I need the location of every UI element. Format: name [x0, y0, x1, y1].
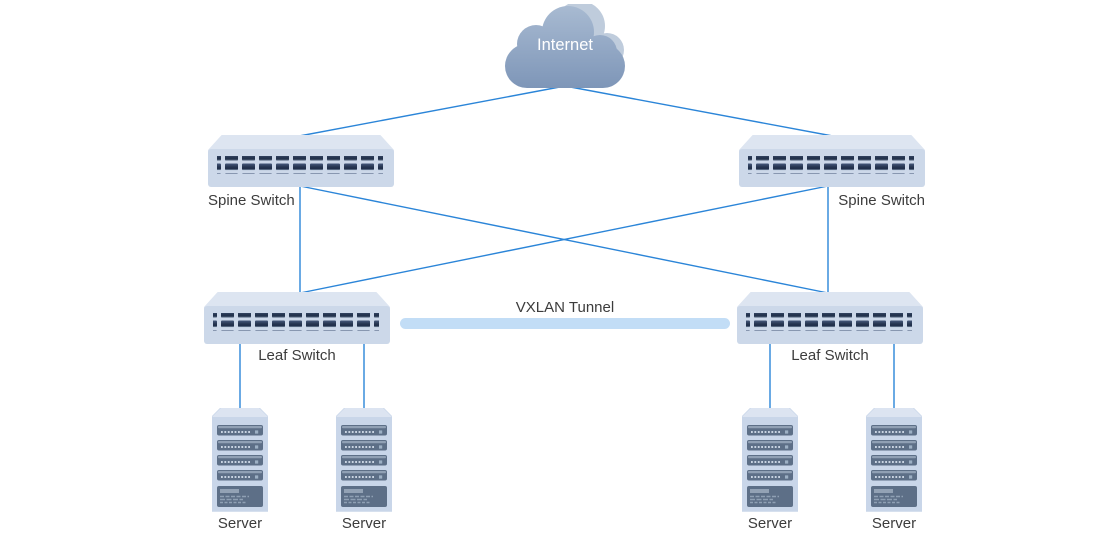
- leaf-switch-left-label: Leaf Switch: [258, 347, 336, 364]
- link-spine-right-leaf-left: [299, 185, 829, 294]
- leaf-switch-left-icon: [204, 292, 390, 344]
- spine-switch-right-label: Spine Switch: [838, 192, 925, 209]
- server-1-icon: [212, 408, 268, 512]
- link-internet-spine-right: [564, 85, 839, 138]
- spine-switch-left-label: Spine Switch: [208, 192, 295, 209]
- link-internet-spine-left: [293, 85, 566, 138]
- server-4-icon: [866, 408, 922, 512]
- internet-cloud-label: Internet: [537, 36, 593, 54]
- server-1-label: Server: [217, 515, 263, 532]
- server-3-label: Server: [747, 515, 793, 532]
- vxlan-tunnel-bar: [400, 318, 730, 329]
- vxlan-tunnel-label: VXLAN Tunnel: [515, 299, 615, 316]
- server-2-label: Server: [341, 515, 387, 532]
- spine-switch-left-icon: [208, 135, 394, 187]
- server-2-icon: [336, 408, 392, 512]
- spine-switch-right-icon: [739, 135, 925, 187]
- server-3-icon: [742, 408, 798, 512]
- server-4-label: Server: [871, 515, 917, 532]
- leaf-switch-right-icon: [737, 292, 923, 344]
- leaf-switch-right-label: Leaf Switch: [791, 347, 869, 364]
